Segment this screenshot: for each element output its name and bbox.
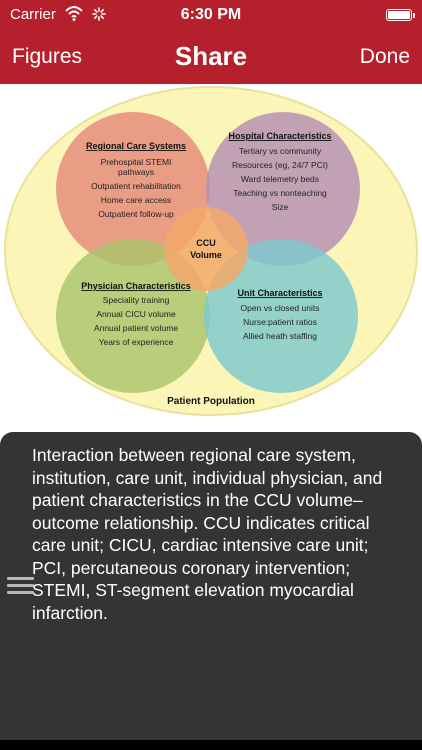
patient-population-label: Patient Population	[167, 396, 255, 407]
status-bar: Carrier 6:30 PM	[0, 0, 422, 30]
center-label-line-2: Volume	[190, 250, 222, 260]
carrier-label: Carrier	[10, 6, 56, 23]
circle-4-item-2: Nurse:patient ratios	[243, 317, 317, 327]
grip-line	[7, 591, 34, 594]
caption-panel: Interaction between regional care system…	[0, 432, 422, 750]
battery-icon	[386, 9, 412, 21]
circle-2-heading: Hospital Characteristics	[228, 131, 331, 141]
circle-1-item-1: Prehospital STEMI	[101, 157, 172, 167]
circle-3-item-2: Annual CICU volume	[96, 309, 176, 319]
circle-3-item-4: Years of experience	[99, 337, 174, 347]
figures-back-button[interactable]: Figures	[12, 45, 83, 68]
bottom-edge	[0, 740, 422, 750]
battery-fill	[388, 11, 410, 19]
activity-spinner-icon	[92, 7, 106, 21]
circle-1-item-4: Home care access	[101, 195, 171, 205]
page-title: Share	[174, 41, 248, 71]
circle-4-item-3: Allied heath staffing	[243, 331, 317, 341]
circle-3-heading: Physician Characteristics	[81, 281, 191, 291]
circle-2-item-4: Teaching vs nonteaching	[233, 188, 327, 198]
circle-2-item-2: Resources (eg, 24/7 PCI)	[232, 160, 328, 170]
physician-characteristics-circle	[56, 239, 210, 393]
unit-characteristics-circle	[204, 239, 358, 393]
center-label-line-1: CCU	[196, 238, 216, 248]
navigation-bar: Figures Share Done	[0, 30, 422, 84]
ccu-volume-circle	[164, 207, 248, 291]
figure-image: Regional Care Systems Prehospital STEMI …	[0, 84, 422, 429]
circle-2-item-3: Ward telemetry beds	[241, 174, 319, 184]
circle-1-item-5: Outpatient follow-up	[98, 209, 174, 219]
grip-line	[7, 584, 34, 587]
battery-tip	[413, 13, 415, 18]
drag-handle-icon[interactable]	[7, 577, 34, 595]
circle-2-item-5: Size	[272, 202, 289, 212]
circle-4-heading: Unit Characteristics	[237, 288, 322, 298]
circle-2-item-1: Tertiary vs community	[239, 146, 322, 156]
circle-1-heading: Regional Care Systems	[86, 141, 186, 151]
status-time: 6:30 PM	[180, 6, 242, 23]
venn-diagram: Regional Care Systems Prehospital STEMI …	[4, 86, 418, 416]
done-button[interactable]: Done	[359, 45, 410, 68]
circle-1-item-3: Outpatient rehabilitation	[91, 181, 181, 191]
circle-4-item-1: Open vs closed units	[241, 303, 320, 313]
circle-3-item-3: Annual patient volume	[94, 323, 178, 333]
hospital-characteristics-circle	[206, 112, 360, 266]
circle-1-item-2: pathways	[118, 167, 154, 177]
grip-line	[7, 577, 34, 580]
circle-3-item-1: Speciality training	[103, 295, 170, 305]
figure-caption: Interaction between regional care system…	[32, 445, 383, 623]
wifi-icon	[65, 6, 83, 21]
